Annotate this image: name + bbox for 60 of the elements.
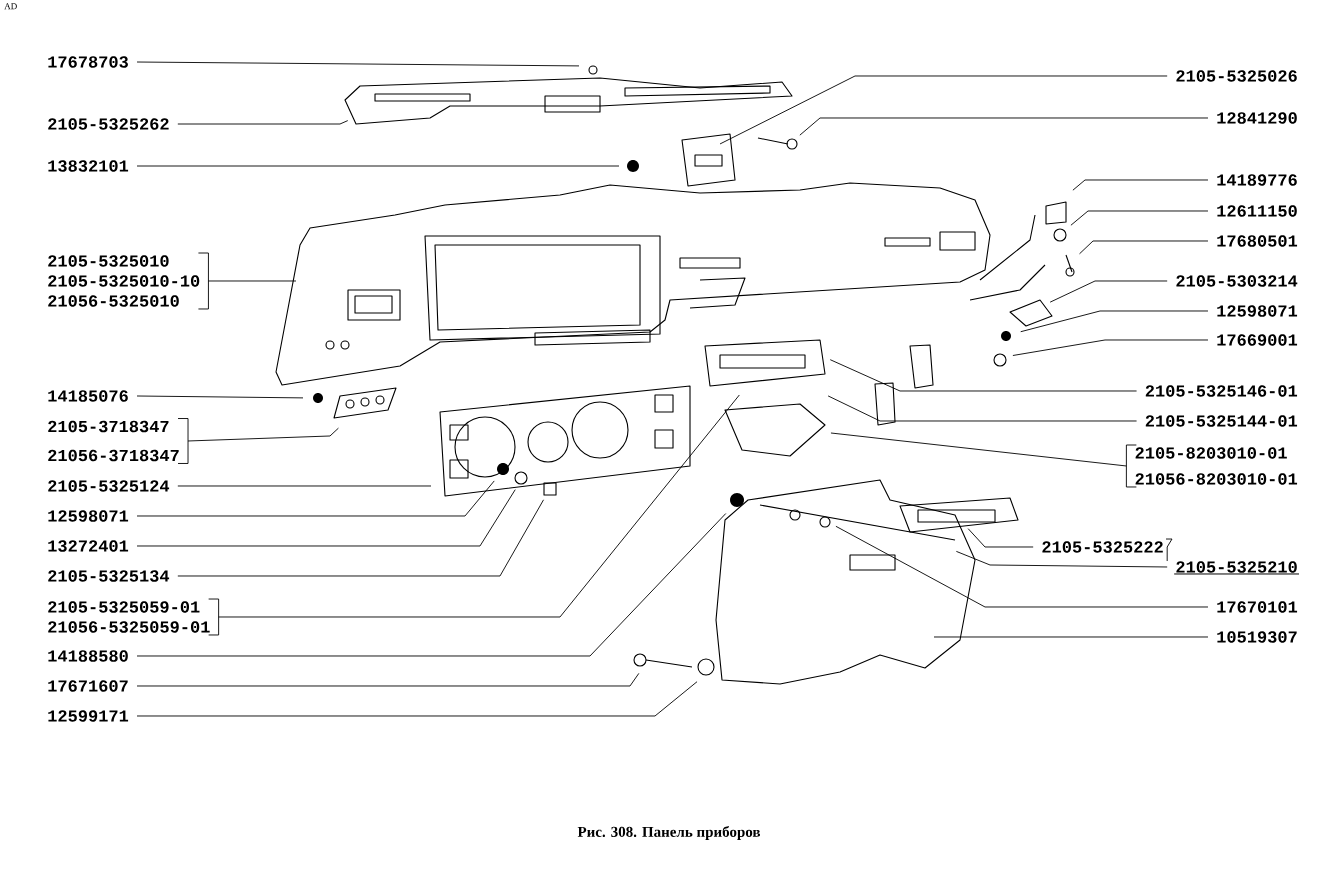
part-number: 2105-5303214 <box>1176 275 1298 287</box>
leader-line <box>1070 210 1209 226</box>
part-number: 14185076 <box>48 390 128 402</box>
leader-line <box>1020 310 1209 333</box>
part-number: 14189776 <box>1217 174 1297 186</box>
part-number: 2105-5325144-01 <box>1145 415 1298 427</box>
leader-line <box>136 513 727 657</box>
part-number: 14188580 <box>48 650 128 662</box>
leader-line <box>208 280 297 282</box>
part-number: 12598071 <box>48 510 129 522</box>
part-number: 2105-5325134 <box>48 570 170 582</box>
leader-line <box>829 359 1138 392</box>
leader-line <box>835 525 1209 608</box>
leader-line <box>1072 179 1209 191</box>
leader-line <box>136 165 620 167</box>
leader-line <box>177 485 432 487</box>
part-number: 13272401 <box>48 540 129 552</box>
leader-line <box>799 117 1209 136</box>
corner-note: AD <box>4 3 17 10</box>
part-number: 12841290 <box>1217 112 1297 124</box>
part-number: 12599171 <box>48 710 129 722</box>
leader-line <box>955 550 1168 568</box>
leader-line <box>136 489 516 547</box>
part-number: 17669001 <box>1217 334 1298 346</box>
leader-line <box>136 681 698 717</box>
caption: Рис. 308. Панель приборов <box>577 826 761 840</box>
leader-line <box>136 61 580 67</box>
part-number: 13832101 <box>48 160 129 172</box>
leader-line <box>1012 339 1209 356</box>
leader-line <box>1049 280 1168 303</box>
leader-line <box>967 528 1034 548</box>
part-number: 2105-5325026 <box>1176 70 1297 82</box>
leader-line <box>933 636 1209 638</box>
part-number-group: 2105-5325010 2105-5325010-10 21056-5325010 <box>48 255 200 307</box>
leader-line <box>177 120 349 125</box>
part-number: 2105-5325210 <box>1176 561 1297 573</box>
part-number-group: 2105-3718347 21056-3718347 <box>48 420 179 462</box>
leader-line <box>218 394 740 618</box>
part-number: 2105-5325222 <box>1042 541 1163 553</box>
part-number: 12598071 <box>1217 305 1298 317</box>
part-number: 2105-5325262 <box>48 118 169 130</box>
leader-line <box>830 432 1127 467</box>
leader-line <box>136 395 304 399</box>
leader-line <box>136 672 640 687</box>
leader-line <box>719 75 1168 145</box>
part-number: 2105-5325146-01 <box>1145 385 1298 397</box>
leader-line <box>177 499 544 577</box>
part-number: 17670101 <box>1217 601 1298 613</box>
leader-line <box>827 395 1138 422</box>
part-number: 2105-5325124 <box>48 480 170 492</box>
part-number-group: 2105-5325059-01 21056-5325059-01 <box>48 601 210 633</box>
leader-line <box>187 427 339 442</box>
part-number: 12611150 <box>1217 205 1297 217</box>
leader-line <box>1079 240 1209 255</box>
part-number-group: 2105-8203010-01 21056-8203010-01 <box>1135 447 1298 485</box>
leader-line <box>136 480 495 517</box>
part-number: 10519307 <box>1217 631 1297 643</box>
part-number: 17678703 <box>48 56 128 68</box>
part-number: 17671607 <box>48 680 128 692</box>
part-number: 17680501 <box>1217 235 1298 247</box>
